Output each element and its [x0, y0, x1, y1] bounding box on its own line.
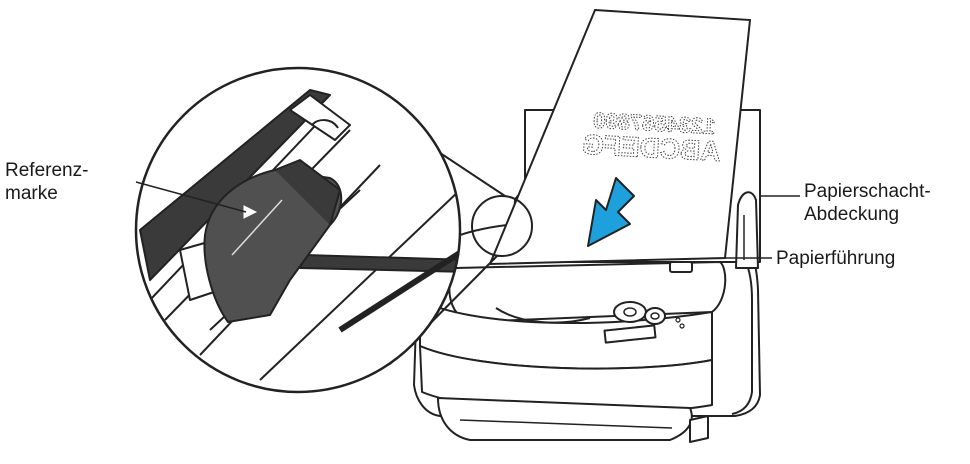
chute-cover-label-line1: Papierschacht- [804, 181, 931, 203]
chute-cover-label-line2: Abdeckung [804, 204, 899, 226]
reference-mark-label-line2: marke [5, 183, 58, 205]
paper-guide-label: Papierführung [776, 248, 895, 270]
reference-mark-label-line1: Referenz- [5, 160, 88, 182]
